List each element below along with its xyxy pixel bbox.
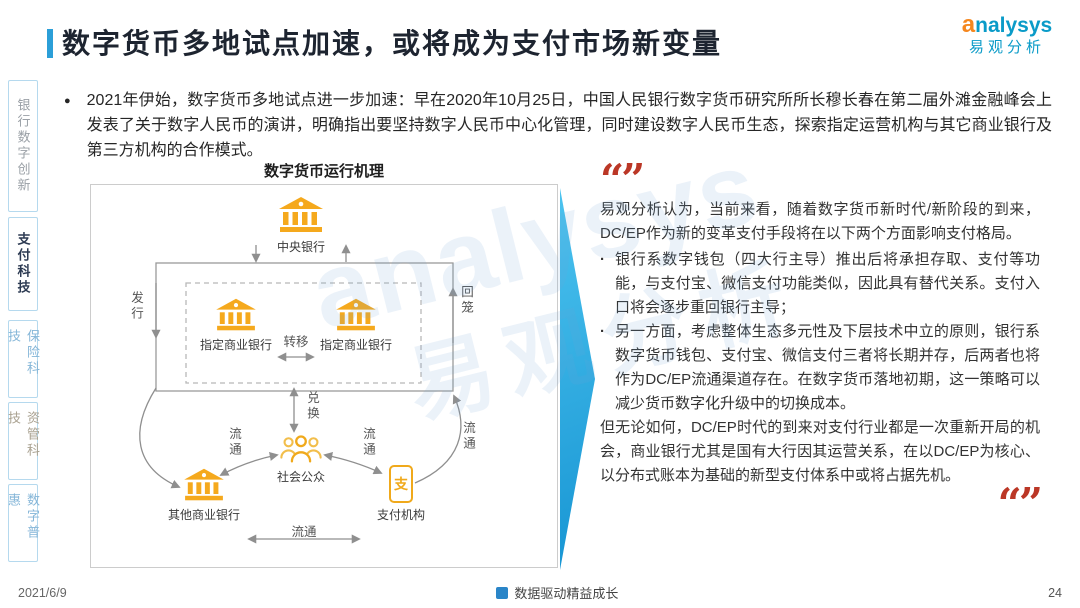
sidebar-tab-asset-mgmt-tech[interactable]: 资管科技 (6, 402, 40, 480)
label-circulate-right: 流通 (361, 427, 375, 458)
node-label-public: 社会公众 (276, 470, 325, 484)
bank-icon (216, 298, 256, 331)
arrow-circulate-public-payment (323, 451, 383, 475)
sidebar-tab-digital-inclusion[interactable]: 数字普惠 (6, 484, 40, 562)
node-label-other-bank: 其他商业银行 (167, 508, 240, 522)
intro-paragraph: ● 2021年伊始，数字货币多地试点进一步加速：早在2020年10月25日，中国… (64, 88, 1052, 163)
logo-cn-text: 易观分析 (968, 39, 1045, 57)
node-payment-org: 支 支付机构 (353, 465, 449, 523)
sidebar-tab-payment-tech[interactable]: 支付科技 (8, 217, 38, 311)
node-label-central-bank: 中央银行 (276, 240, 325, 254)
insight-bullet-2: · 另一方面，考虑整体生态多元性及下层技术中立的原则，银行系数字货币钱包、支付宝… (600, 320, 1040, 416)
people-icon (280, 435, 322, 463)
designated-banks-dashed-frame (185, 282, 422, 384)
footer-brand-icon (496, 586, 509, 599)
label-transfer: 转移 (283, 335, 309, 349)
footer-slogan-group: 数据驱动精益成长 (496, 583, 618, 602)
bullet-marker: ● (64, 95, 71, 107)
bank-icon (279, 197, 323, 232)
node-other-bank: 其他商业银行 (156, 467, 252, 523)
logo-brand-text: nalysys (975, 14, 1053, 37)
payment-phone-icon: 支 (389, 465, 413, 503)
label-issue: 发行 (129, 291, 143, 322)
page-title: 数字货币多地试点加速，或将成为支付市场新变量 (62, 28, 723, 59)
arrow-curve-left (139, 387, 181, 489)
transition-arrow (560, 188, 595, 570)
node-designated-bank-1: 指定商业银行 (188, 297, 284, 353)
footer-date: 2021/6/9 (18, 585, 67, 600)
analysys-logo: analysys 易观分析 (948, 11, 1066, 57)
label-exchange: 兑换 (305, 391, 319, 422)
open-quote-icon: “” (600, 155, 645, 204)
bullet-dot: · (600, 251, 605, 268)
footer-slogan: 数据驱动精益成长 (514, 586, 619, 601)
diagram-title: 数字货币运行机理 (263, 163, 384, 180)
insight-bullet-2-text: 另一方面，考虑整体生态多元性及下层技术中立的原则，银行系数字货币钱包、支付宝、微… (615, 323, 1040, 412)
insight-bullet-1: · 银行系数字钱包（四大行主导）推出后将承担存取、支付等功能，与支付宝、微信支付… (600, 248, 1040, 320)
title-accent-bar (47, 29, 53, 58)
node-label-payment-org: 支付机构 (376, 508, 425, 522)
close-quote-icon: “” (997, 479, 1043, 528)
sidebar-tab-bank-digital-innovation[interactable]: 银行数字创新 (8, 80, 38, 212)
logo-a-glyph: a (961, 11, 976, 38)
node-public: 社会公众 (255, 431, 347, 485)
diagram-panel: 中央银行 指定商业银行 指定商业银行 (90, 184, 558, 568)
arrow-curve-right (414, 394, 462, 484)
node-central-bank: 中央银行 (253, 195, 349, 255)
logo-brand: analysys (948, 11, 1066, 38)
insight-intro: 易观分析认为，当前来看，随着数字货币新时代/新阶段的到来，DC/EP作为新的变革… (600, 201, 1040, 242)
intro-text: 2021年伊始，数字货币多地试点进一步加速：早在2020年10月25日，中国人民… (86, 92, 1052, 159)
bank-icon (184, 468, 224, 501)
page-number: 24 (1048, 585, 1062, 600)
label-circulate-outer: 流通 (461, 421, 475, 452)
bank-icon (336, 298, 376, 331)
diagram-arrows (139, 244, 462, 544)
footer: 2021/6/9 数据驱动精益成长 24 (0, 583, 1080, 602)
label-circulate-left: 流通 (227, 427, 241, 458)
node-label-designated-bank: 指定商业银行 (199, 338, 272, 352)
sidebar-tab-insurance-tech[interactable]: 保险科技 (6, 320, 40, 398)
insight-conclusion: 但无论如何，DC/EP时代的到来对支付行业都是一次重新开局的机会，商业银行尤其是… (600, 419, 1040, 484)
insight-bullet-1-text: 银行系数字钱包（四大行主导）推出后将承担存取、支付等功能，与支付宝、微信支付功能… (615, 251, 1040, 316)
insight-panel: “” 易观分析认为，当前来看，随着数字货币新时代/新阶段的到来，DC/EP作为新… (600, 155, 1043, 528)
bullet-dot: · (600, 323, 605, 340)
arrow-circulate-public-otherbank (219, 451, 279, 476)
node-label-designated-bank: 指定商业银行 (319, 338, 392, 352)
label-circulate-bottom: 流通 (291, 525, 317, 539)
label-recall: 回笼 (459, 285, 473, 316)
node-designated-bank-2: 指定商业银行 (308, 297, 404, 353)
pay-glyph: 支 (394, 476, 408, 492)
